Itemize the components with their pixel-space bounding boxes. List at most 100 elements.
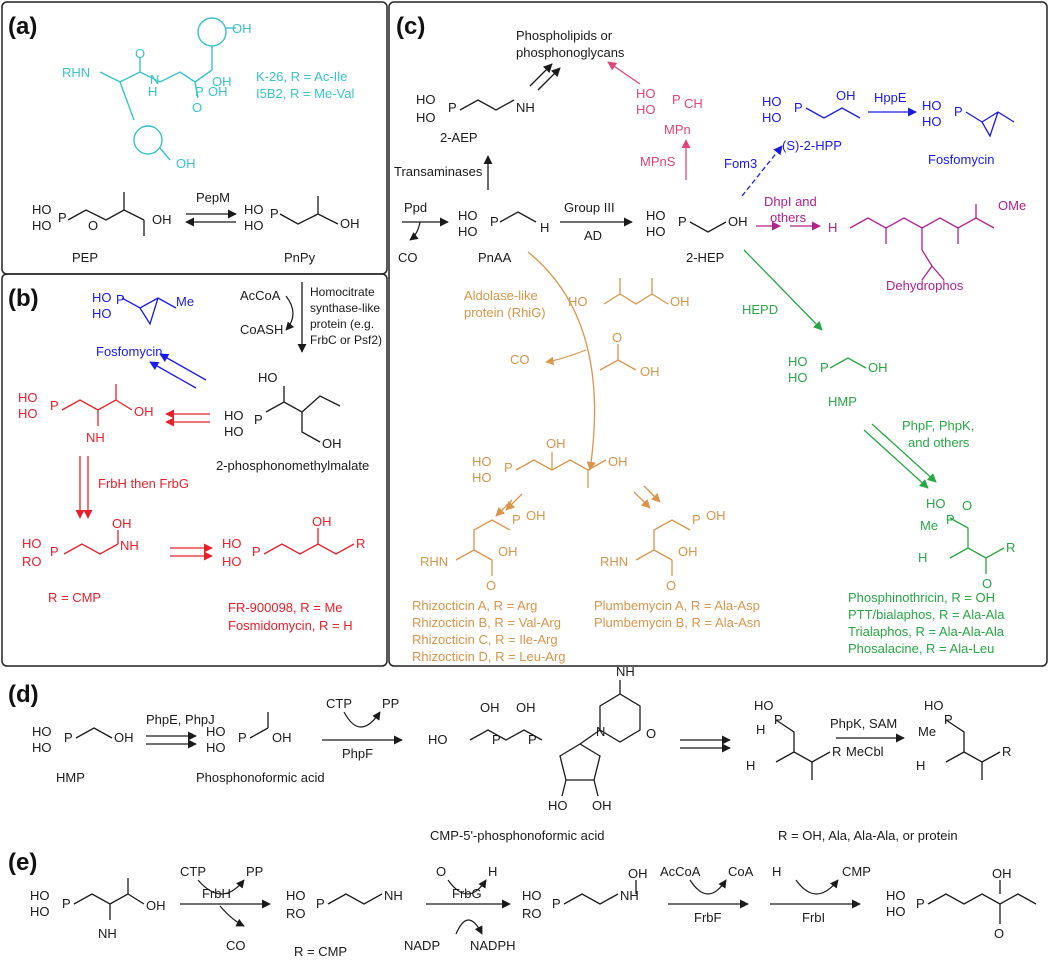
phosalacine: Phosalacine, R = Ala-Leu — [848, 641, 994, 656]
c-aep-to-lipid-2 — [537, 67, 561, 91]
aep-label: 2-AEP — [440, 130, 478, 145]
b-coash: CoASH — [240, 322, 283, 337]
fr-ho: HO — [222, 536, 242, 551]
k26-label: K-26, R = Ac-Ile — [256, 69, 347, 84]
c-hepd-arrow — [743, 249, 823, 331]
hep-structure — [689, 221, 727, 233]
ptt-d-structure — [945, 719, 1001, 780]
cmp5-oh1: OH — [480, 700, 500, 715]
b-r-cmp: R = CMP — [48, 590, 101, 605]
pyr-oh: OH — [640, 364, 660, 379]
cmp5-oh3: OH — [592, 798, 612, 813]
e-frbf: FrbF — [694, 910, 722, 925]
pnpy-structure — [279, 196, 339, 225]
fr-oh: OH — [312, 514, 332, 529]
e-frbg: FrbG — [452, 886, 482, 901]
phos-p: P — [774, 712, 783, 727]
pep-structure — [67, 192, 145, 236]
d-mecbl: MeCbl — [846, 744, 884, 759]
e-fr-ho2: HO — [886, 904, 906, 919]
c-dhpi-1: DhpI and — [764, 194, 817, 209]
pmm-ho3: HO — [224, 424, 244, 439]
ptt-h2n: H — [918, 550, 927, 565]
c-mpns: MPnS — [640, 154, 676, 169]
e-ha-nh: NH — [620, 888, 639, 903]
c-plumb-arrow-1 — [633, 491, 651, 509]
rhizocticin-a: Rhizocticin A, R = Arg — [412, 598, 537, 613]
shpp-label: (S)-2-HPP — [782, 138, 842, 153]
e-aminoacid-structure — [73, 878, 145, 920]
aep-ho: HO — [416, 92, 436, 107]
pep-p: P — [58, 210, 67, 225]
e-aa-ho2: HO — [30, 904, 50, 919]
phosphinate-structure — [775, 719, 831, 780]
hep-label: 2-HEP — [686, 250, 724, 265]
mpn-ho2: HO — [636, 102, 656, 117]
cmp-p: P — [50, 544, 59, 559]
aminoacid-b-structure — [61, 384, 133, 426]
e-ppi: PP — [246, 864, 263, 879]
rhizo-rhn: RHN — [420, 554, 448, 569]
oi-oh: OH — [546, 436, 566, 451]
e-ha-p: P — [552, 896, 561, 911]
b-fosfo-arrow-2 — [149, 361, 197, 389]
fr-label: FR-900098, R = Me — [228, 600, 343, 615]
fosfo-c-ho: HO — [922, 98, 942, 113]
d-r-list: R = OH, Ala, Ala-Ala, or protein — [778, 828, 958, 843]
e-co2-curve — [219, 905, 245, 927]
c-co2-aldolase: CO — [510, 352, 530, 367]
pep-ho1: HO — [32, 202, 52, 217]
hep-ho: HO — [646, 208, 666, 223]
rhizo-o: O — [486, 578, 496, 593]
c-phospholipids-2: phosphonoglycans — [516, 45, 625, 60]
b-homocitrate-4: FrbC or Psf2) — [310, 333, 382, 347]
ptt-ho: HO — [926, 496, 946, 511]
e-nadp: NADP — [404, 938, 440, 953]
e-ha-oh: OH — [628, 866, 648, 881]
ptt-o: O — [962, 498, 972, 513]
pmm-ho: HO — [258, 370, 278, 385]
c-aldolase-arrow — [527, 251, 596, 471]
plumb-o: O — [666, 578, 676, 593]
pfa-ho: HO — [206, 724, 226, 739]
e-aa-p: P — [62, 896, 71, 911]
pmm-p: P — [254, 412, 263, 427]
cmp5-p1: P — [492, 732, 501, 747]
c-co2: CO — [398, 250, 418, 265]
shpp-ho2: HO — [762, 110, 782, 125]
shpp-p: P — [794, 100, 803, 115]
mpn-ho: HO — [636, 86, 656, 101]
hep-p: P — [678, 214, 687, 229]
phos-h: H — [756, 722, 765, 737]
ptt-o2: O — [982, 576, 992, 591]
ptt-bialaphos: PTT/bialaphos, R = Ala-Ala — [848, 607, 1005, 622]
ptt-d-h2n: H — [916, 758, 925, 773]
panel-label-c: (c) — [396, 13, 425, 40]
pep-ho2: HO — [32, 218, 52, 233]
aep-nh2: NH — [516, 100, 535, 115]
d-phpf: PhpF — [342, 746, 373, 761]
mpn-label: MPn — [664, 122, 691, 137]
cmp5-structure — [469, 680, 641, 797]
e-ha-ho: HO — [522, 888, 542, 903]
rhizocticin-structure — [455, 519, 511, 576]
e-ctp: CTP — [180, 864, 206, 879]
hmp-c-structure — [829, 357, 867, 369]
e-h2o-b: H — [772, 864, 781, 879]
cmp5-ho: HO — [428, 732, 448, 747]
fosfomycin-c-label: Fosfomycin — [928, 152, 994, 167]
hmp-d-ho2: HO — [32, 740, 52, 755]
cmp-oh: OH — [112, 516, 132, 531]
c-ad: AD — [584, 228, 602, 243]
hep-ho2: HO — [646, 224, 666, 239]
hmp-c-p: P — [820, 360, 829, 375]
c-transaminases: Transaminases — [394, 164, 483, 179]
fosfomycin-b-structure — [121, 297, 177, 326]
panel-label-e: (e) — [8, 849, 37, 876]
pnaa-ho: HO — [458, 208, 478, 223]
oaa-ho: HO — [568, 294, 588, 309]
c-rhizo-arrow-1 — [505, 493, 523, 511]
c-phpf-1: PhpF, PhpK, — [902, 418, 974, 433]
k26-rhn: RHN — [62, 65, 90, 80]
k26-h: H — [148, 84, 157, 99]
